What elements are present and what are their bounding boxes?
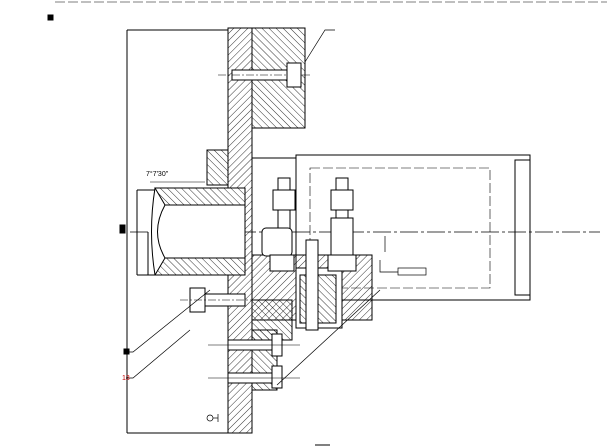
corner-mark	[47, 14, 54, 21]
upper-bolt	[218, 62, 310, 88]
tolerance-frame	[397, 267, 427, 276]
leader-line	[276, 289, 381, 386]
overall-dimension	[119, 29, 228, 434]
stud-left	[261, 177, 296, 272]
pipe-wall-top	[154, 187, 246, 206]
balloon-number: 13	[122, 375, 130, 382]
center-pin	[305, 239, 319, 331]
boss	[206, 149, 229, 186]
pipe-wall-bottom	[154, 257, 246, 276]
lower-bolt-1	[208, 333, 300, 357]
diameter-symbol	[206, 414, 214, 422]
cylinder-housing	[252, 154, 531, 301]
side-bolt	[180, 287, 260, 313]
leader-line	[304, 29, 335, 63]
angle-annotation: 7°7'30"	[146, 170, 169, 178]
stud-right	[327, 177, 357, 272]
leader-line	[126, 329, 191, 379]
